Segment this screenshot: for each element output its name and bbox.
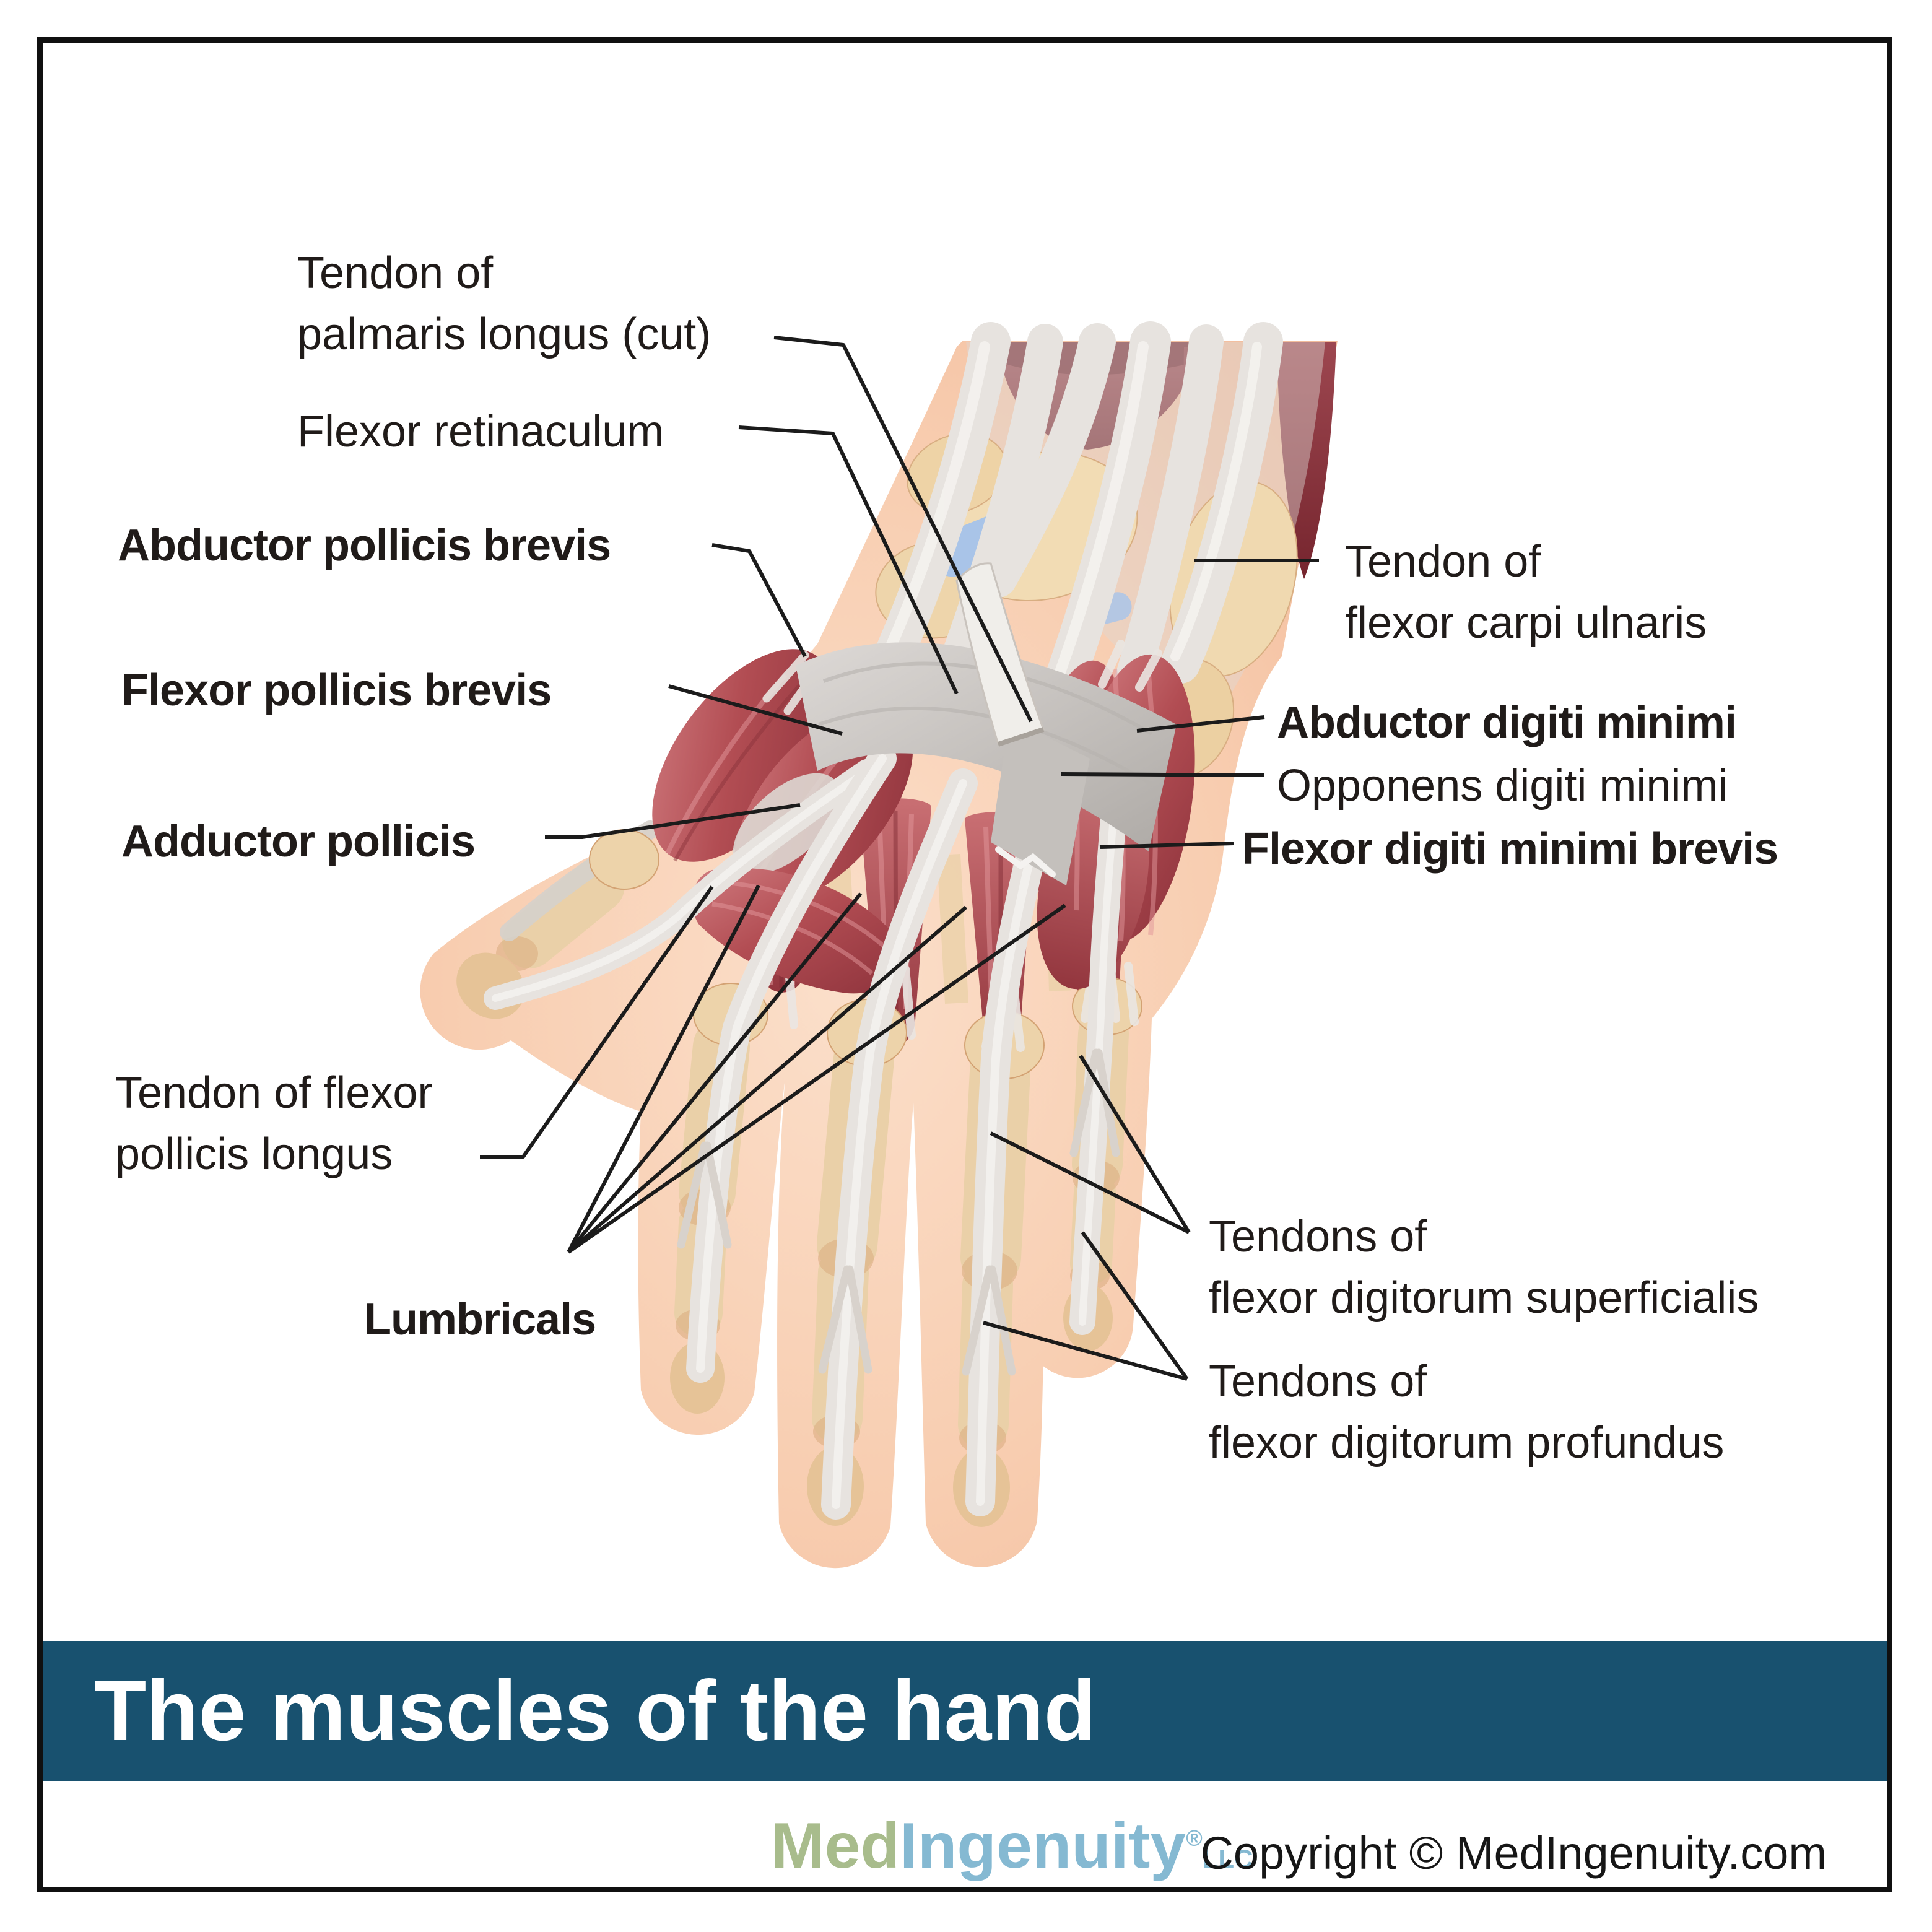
copyright-text: Copyright © MedIngenuity.com <box>1200 1827 1827 1879</box>
leader-lines <box>480 336 1319 1381</box>
logo-llc-text: LLC <box>1202 1844 1253 1873</box>
leader-tendons-fdp <box>983 1231 1189 1381</box>
title-banner: The muscles of the hand <box>42 1641 1890 1781</box>
page-title: The muscles of the hand <box>94 1663 1096 1759</box>
leader-opponens-digiti-minimi <box>1061 772 1265 777</box>
label-tendon-palmaris-longus: Tendon of palmaris longus (cut) <box>297 248 711 360</box>
label-flexor-retinaculum: Flexor retinaculum <box>297 407 664 456</box>
medingenuity-logo: MedIngenuity®LLC <box>771 1809 1253 1883</box>
logo-med-text: Med <box>771 1810 900 1882</box>
leader-tendon-palmaris <box>773 336 1033 723</box>
leader-abductor-digiti-minimi <box>1136 715 1265 733</box>
label-abductor-pollicis-brevis: Abductor pollicis brevis <box>118 521 611 570</box>
leader-tendons-fds <box>990 1055 1191 1234</box>
label-adductor-pollicis: Adductor pollicis <box>121 817 476 866</box>
logo-registered-mark: ® <box>1186 1825 1203 1851</box>
diagram-frame <box>37 37 1892 1892</box>
label-lumbricals: Lumbricals <box>364 1295 596 1344</box>
label-tendon-flexor-pollicis-longus: Tendon of flexor pollicis longus <box>115 1068 433 1180</box>
label-tendon-flexor-carpi-ulnaris: Tendon of flexor carpi ulnaris <box>1345 537 1707 648</box>
leader-lumbricals <box>567 884 1066 1254</box>
label-abductor-digiti-minimi: Abductor digiti minimi <box>1277 698 1737 747</box>
leader-flexor-retinaculum <box>738 425 959 695</box>
leader-flexor-digiti-minimi-brevis <box>1099 842 1234 849</box>
superficialis-splits <box>677 1048 1120 1376</box>
label-tendons-fdp: Tendons of flexor digitorum profundus <box>1209 1357 1725 1468</box>
label-tendons-fds: Tendons of flexor digitorum superficiali… <box>1209 1212 1759 1323</box>
adductor-pollicis-muscle <box>692 868 907 994</box>
label-opponens-digiti-minimi: Opponens digiti minimi <box>1277 761 1728 811</box>
label-flexor-pollicis-brevis: Flexor pollicis brevis <box>121 666 552 715</box>
leader-abductor-pollicis-brevis <box>711 543 807 658</box>
tendon-flexor-carpi-ulnaris <box>1160 322 1283 684</box>
leader-flexor-pollicis-brevis <box>668 684 843 736</box>
leader-tendon-fpl <box>480 886 714 1159</box>
leader-adductor-pollicis <box>545 803 801 839</box>
label-flexor-digiti-minimi-brevis: Flexor digiti minimi brevis <box>1242 824 1778 874</box>
logo-ingenuity-text: Ingenuity <box>900 1810 1186 1882</box>
